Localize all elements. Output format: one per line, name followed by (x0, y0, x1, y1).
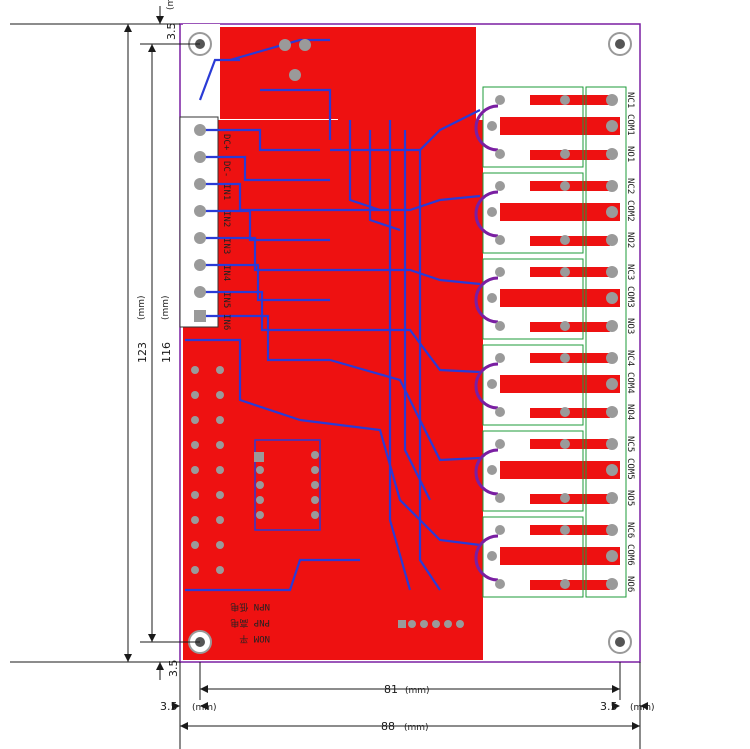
mode-label-npn: NPN 低电 (230, 601, 270, 613)
relay-terminal-pads (606, 94, 618, 590)
input-pads (194, 124, 206, 322)
dim-left-margin: 3.5 (160, 700, 178, 713)
relay-label-no5: NO5 (625, 490, 635, 506)
relay-footprints (482, 86, 584, 598)
relay-label-com5: COM5 (625, 458, 635, 480)
relay-label-no3: NO3 (625, 318, 635, 334)
dim-left-margin-unit: (mm) (192, 703, 217, 713)
input-label-in3: IN3 (221, 238, 231, 254)
relay-label-nc1: NC1 (625, 92, 635, 108)
dim-right-margin: 3.5 (600, 700, 618, 713)
dim-height-inner: 116 (160, 342, 173, 363)
dim-width-outer: 88 (381, 720, 395, 733)
dim-top-margin-unit: (mm) (166, 0, 176, 10)
relay-terminal-block (585, 86, 627, 598)
relay-label-com6: COM6 (625, 544, 635, 566)
input-label-dc-minus: DC- (221, 161, 231, 177)
ic-footprints (191, 39, 464, 628)
dim-right-margin-unit: (mm) (630, 703, 655, 713)
relay-label-nc2: NC2 (625, 178, 635, 194)
relay-label-com4: COM4 (625, 372, 635, 394)
input-label-in5: IN5 (221, 292, 231, 308)
input-label-dc-plus: DC+ (221, 134, 231, 151)
relay-label-no4: NO4 (625, 404, 635, 420)
dim-bottom-margin: 3.5 (167, 660, 180, 678)
relay-hooks (474, 104, 499, 582)
relay-label-no1: NO1 (625, 146, 635, 162)
relay-label-nc4: NC4 (625, 350, 635, 366)
dim-height-inner-unit: (mm) (161, 295, 171, 320)
mode-label-nom: NOM 平 (239, 633, 270, 644)
relay-body-pads (487, 95, 570, 589)
dim-top-margin: 3.5 (165, 23, 178, 41)
relay-label-nc6: NC6 (625, 522, 635, 538)
mode-labels: NPN 低电 PNP 高电 NOM 平 (230, 601, 270, 644)
relay-labels: NC1 COM1 NO1 NC2 COM2 NO2 NC3 COM3 NO3 N… (625, 92, 635, 592)
dim-height-outer-unit: (mm) (137, 295, 147, 320)
dimension-texts: 3.5 (mm) 123 (mm) 116 (mm) 3.5 81 (mm) 8… (136, 0, 655, 733)
relay-label-com3: COM3 (625, 286, 635, 308)
relay-label-nc3: NC3 (625, 264, 635, 280)
dimension-arrows (124, 16, 648, 730)
input-labels: DC+ DC- IN1 IN2 IN3 IN4 IN5 IN6 (221, 134, 231, 330)
dim-width-inner-unit: (mm) (405, 686, 430, 696)
relay-label-no6: NO6 (625, 576, 635, 592)
dim-width-outer-unit: (mm) (404, 723, 429, 733)
dimension-lines (10, 6, 641, 749)
mode-label-pnp: PNP 高电 (230, 617, 270, 629)
blue-traces (185, 38, 481, 592)
input-label-in2: IN2 (221, 211, 231, 227)
relay-label-nc5: NC5 (625, 436, 635, 452)
relay-label-no2: NO2 (625, 232, 635, 248)
board-brand: 粤強电子 (487, 27, 527, 40)
relay-label-com2: COM2 (625, 200, 635, 222)
dim-height-outer: 123 (136, 342, 149, 363)
dim-width-inner: 81 (384, 683, 398, 696)
copper-pour (183, 24, 623, 660)
input-label-in6: IN6 (221, 314, 231, 330)
board-model: YYS-2 (485, 46, 526, 62)
input-label-in4: IN4 (221, 265, 231, 281)
relay-label-com1: COM1 (625, 114, 635, 136)
input-label-in1: IN1 (221, 184, 231, 200)
